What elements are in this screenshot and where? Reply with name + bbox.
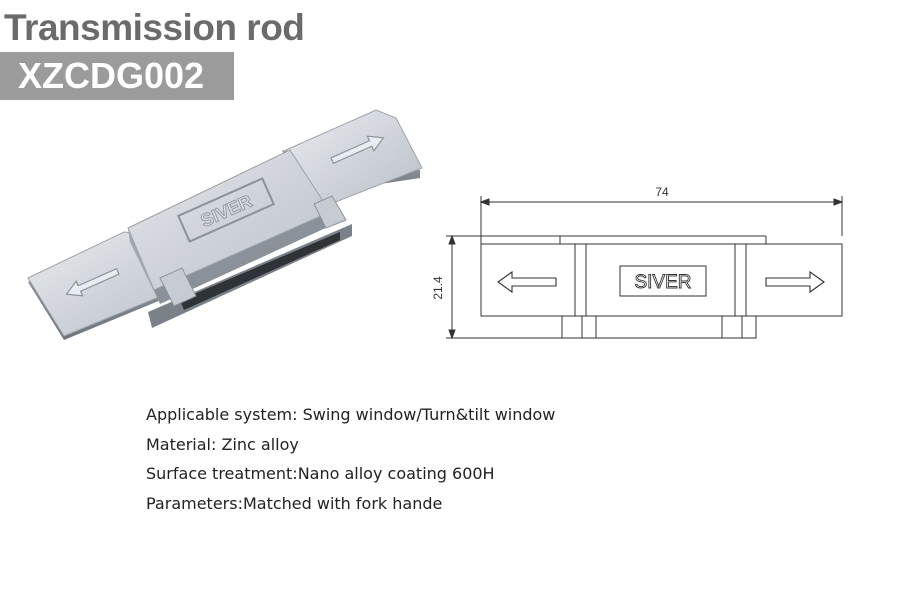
spec-applicable-system: Applicable system: Swing window/Turn&til… (146, 400, 555, 430)
width-dimension-label: 74 (655, 185, 669, 199)
spec-list: Applicable system: Swing window/Turn&til… (146, 400, 555, 518)
right-lug (722, 316, 756, 338)
spec-material: Material: Zinc alloy (146, 430, 555, 460)
page-title: Transmission rod (4, 4, 304, 52)
arrow-right-icon (766, 272, 824, 292)
height-dimension-label: 21.4 (431, 276, 445, 300)
spec-parameters: Parameters:Matched with fork hande (146, 489, 555, 519)
left-lug (562, 316, 596, 338)
arrow-left-icon (498, 272, 556, 292)
model-code-badge: XZCDG002 (0, 52, 234, 100)
product-rendering: SIVER (20, 100, 430, 360)
spec-surface-treatment: Surface treatment:Nano alloy coating 600… (146, 459, 555, 489)
technical-drawing: SIVER 74 21.4 (420, 170, 860, 360)
drawing-logo-text: SIVER (634, 272, 691, 293)
